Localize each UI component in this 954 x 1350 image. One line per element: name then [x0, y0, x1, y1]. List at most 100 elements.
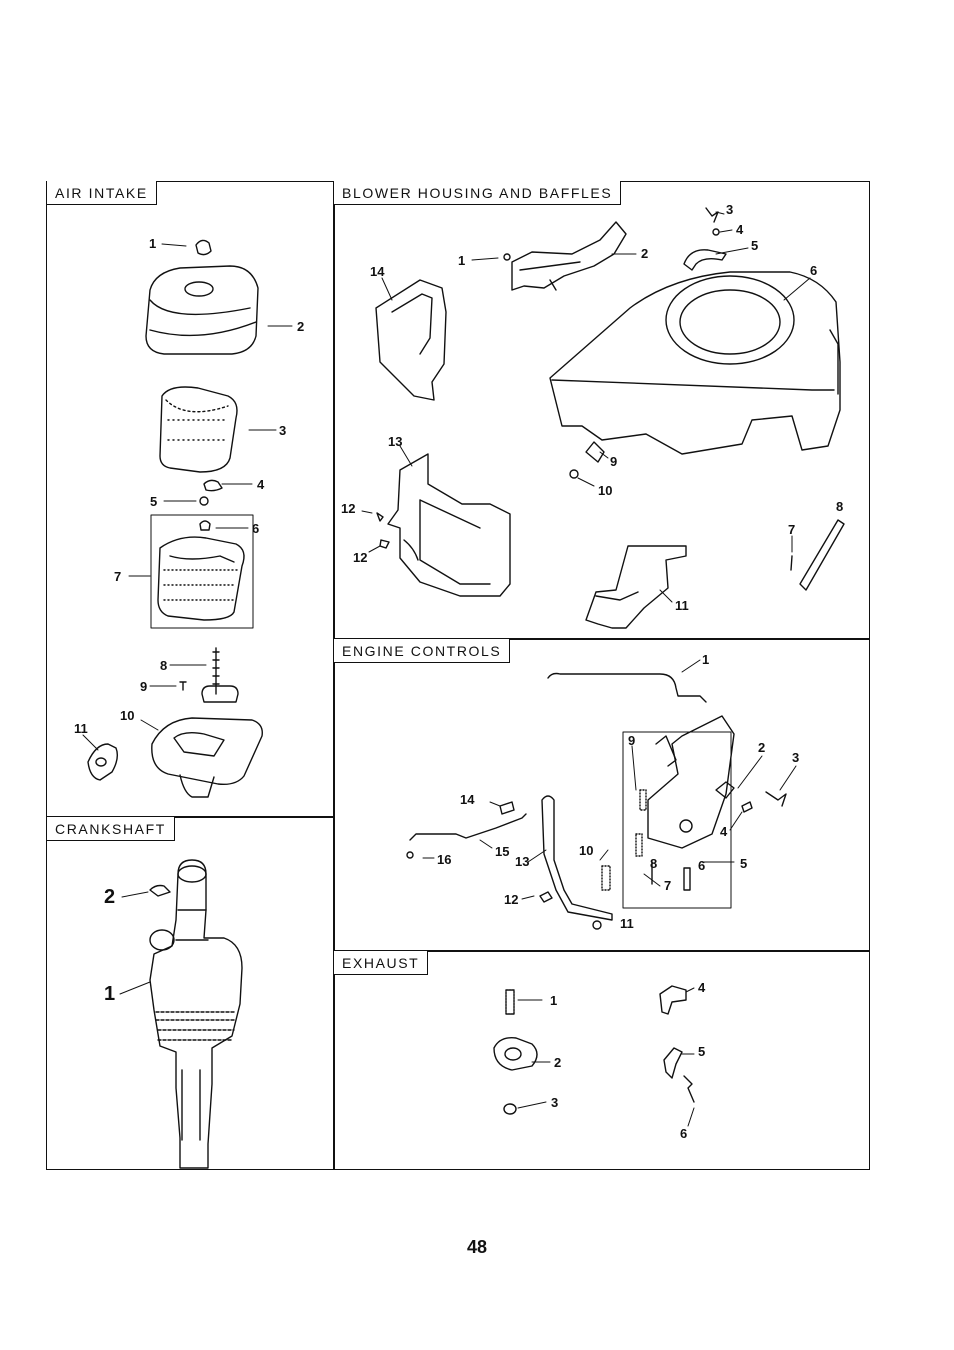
- engine-controls-labels: 1 2 3 4 5 6 7 8 9 10 11 12 13 14 15 16: [437, 652, 799, 931]
- air-callout-9: 9: [140, 679, 147, 694]
- crankshaft-callouts: [120, 892, 150, 994]
- control-spring-10-part: [602, 866, 610, 890]
- air-callout-1: 1: [149, 236, 156, 251]
- control-throttle-rod-part: [410, 814, 526, 840]
- exhaust-callout-6: 6: [680, 1126, 687, 1141]
- blower-drawings: [376, 208, 844, 628]
- air-base-part: [152, 718, 262, 784]
- blower-screw-12b: [380, 540, 389, 548]
- exhaust-nut-part: [504, 1104, 516, 1114]
- control-callout-9: 9: [628, 733, 635, 748]
- blower-side-baffle-part: [376, 280, 446, 400]
- exhaust-callouts: [518, 988, 694, 1126]
- blower-top-baffle-part: [512, 222, 626, 290]
- control-callout-15: 15: [495, 844, 509, 859]
- air-intake-drawings: [88, 240, 262, 797]
- air-knob-part: [196, 240, 211, 254]
- air-screw-part: [180, 682, 186, 690]
- exhaust-bracket-4-part: [660, 986, 686, 1014]
- crankshaft-drawings: [150, 860, 242, 1168]
- blower-callout-12a: 12: [341, 501, 355, 516]
- crank-callout-1: 1: [104, 983, 115, 1005]
- control-screw-6-part: [684, 868, 690, 890]
- exhaust-bolt-part: [684, 1076, 694, 1102]
- crank-callout-2: 2: [104, 886, 115, 908]
- air-callout-8: 8: [160, 658, 167, 673]
- control-callout-12: 12: [504, 892, 518, 907]
- blower-callout-11: 11: [675, 598, 689, 613]
- control-callout-8: 8: [650, 856, 657, 871]
- blower-callout-10: 10: [598, 483, 612, 498]
- control-spring-9-part: [640, 790, 646, 810]
- air-callout-2: 2: [297, 319, 304, 334]
- exhaust-callout-5: 5: [698, 1044, 705, 1059]
- control-callout-6: 6: [698, 858, 705, 873]
- control-bolt-12-part: [540, 892, 552, 902]
- blower-callout-14: 14: [370, 264, 385, 279]
- control-bolt-part: [766, 792, 786, 806]
- blower-callout-5: 5: [751, 238, 758, 253]
- control-clip-16-part: [407, 852, 413, 858]
- page-number: 48: [0, 1237, 954, 1258]
- blower-screw-12a: [377, 513, 383, 521]
- air-grommet-part: [200, 521, 210, 530]
- exhaust-callout-3: 3: [551, 1095, 558, 1110]
- control-spring-8-part: [636, 834, 642, 856]
- air-callout-6: 6: [252, 521, 259, 536]
- exhaust-labels: 1 2 3 4 5 6: [550, 980, 706, 1141]
- control-washer-part: [742, 802, 752, 812]
- exhaust-stud-part: [506, 990, 514, 1014]
- blower-callout-13: 13: [388, 434, 402, 449]
- control-bracket-box: [623, 732, 731, 908]
- air-callout-4: 4: [257, 477, 265, 492]
- control-link-rod-part: [548, 674, 706, 703]
- air-callout-10: 10: [120, 708, 134, 723]
- control-callout-5: 5: [740, 856, 747, 871]
- air-callout-5: 5: [150, 494, 157, 509]
- blower-plate-part: [800, 520, 844, 590]
- control-callout-16: 16: [437, 852, 451, 867]
- blower-callout-6: 6: [810, 263, 817, 278]
- exhaust-callout-1: 1: [550, 993, 557, 1008]
- blower-callout-8: 8: [836, 499, 843, 514]
- blower-bolt-part: [570, 470, 578, 478]
- control-callout-13: 13: [515, 854, 529, 869]
- blower-clip-part: [586, 442, 604, 462]
- air-callout-11: 11: [74, 721, 88, 736]
- control-swivel-part: [500, 802, 514, 814]
- blower-callouts: [362, 212, 810, 602]
- blower-callout-4: 4: [736, 222, 744, 237]
- air-intake-callouts: [83, 244, 292, 750]
- air-callout-7: 7: [114, 569, 121, 584]
- control-callout-10: 10: [579, 843, 593, 858]
- control-callout-1: 1: [702, 652, 709, 667]
- exhaust-callout-4: 4: [698, 980, 706, 995]
- control-callout-3: 3: [792, 750, 799, 765]
- blower-callout-9: 9: [610, 454, 617, 469]
- blower-screw-part: [706, 208, 718, 222]
- blower-callout-3: 3: [726, 202, 733, 217]
- blower-callout-12b: 12: [353, 550, 367, 565]
- air-nut-part: [200, 497, 208, 505]
- blower-labels: 1 2 3 4 5 6 7 8 9 10 11 12 12 13 14: [341, 202, 843, 613]
- crankshaft-part: [150, 860, 242, 1168]
- blower-washer-part: [713, 229, 719, 235]
- control-callout-7: 7: [664, 878, 671, 893]
- blower-big-baffle-part: [388, 454, 510, 596]
- blower-pin-part: [791, 556, 792, 570]
- control-callout-11: 11: [620, 916, 634, 931]
- exhaust-callout-2: 2: [554, 1055, 561, 1070]
- control-callout-4: 4: [720, 824, 728, 839]
- air-element-part: [158, 537, 244, 620]
- air-prefilter-part: [160, 387, 237, 472]
- air-callout-3: 3: [279, 423, 286, 438]
- blower-callout-7: 7: [788, 522, 795, 537]
- air-intake-labels: 1 2 3 4 5 6 7 8 9 10 11: [74, 236, 304, 736]
- control-callout-14: 14: [460, 792, 475, 807]
- crankshaft-gear-key-part: [150, 886, 170, 897]
- control-nut-11-part: [593, 921, 601, 929]
- air-gasket-part: [88, 744, 117, 780]
- blower-bracket-part: [586, 546, 686, 628]
